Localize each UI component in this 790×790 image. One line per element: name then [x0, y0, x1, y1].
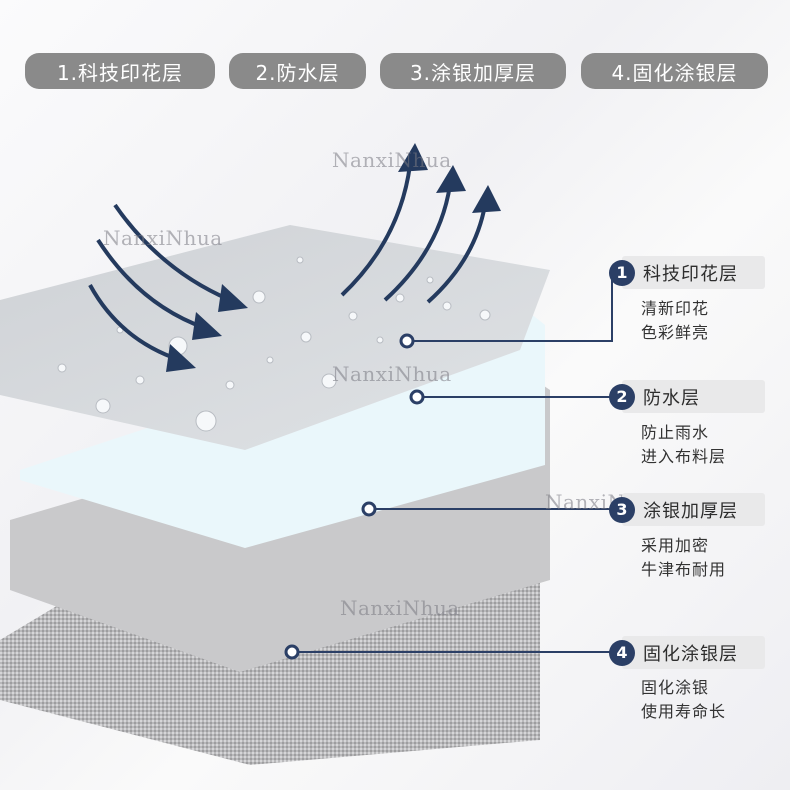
desc-line: 色彩鲜亮 — [641, 323, 710, 342]
callout-4-description: 固化涂银 使用寿命长 — [641, 676, 726, 724]
anchor-dot-2 — [409, 389, 425, 405]
vapor-arrow-icon — [340, 164, 487, 304]
desc-line: 清新印花 — [641, 299, 710, 318]
anchor-dot-1 — [399, 333, 415, 349]
water-droplets — [57, 256, 491, 432]
watermark: NanxiNhua — [340, 596, 460, 620]
callout-label: 科技印花层 — [643, 263, 738, 285]
tab-cured-silver-layer: 4.固化涂银层 — [581, 53, 768, 89]
tab-thick-silver-layer: 3.涂银加厚层 — [380, 53, 566, 89]
callout-2: 2 防水层 — [609, 380, 765, 413]
callout-1: 1 科技印花层 — [609, 256, 765, 289]
desc-line: 固化涂银 — [641, 678, 710, 697]
callout-label: 涂银加厚层 — [643, 500, 738, 522]
callout-label: 固化涂银层 — [643, 643, 738, 665]
tab-printed-layer: 1.科技印花层 — [25, 53, 215, 89]
anchor-dot-3 — [361, 501, 377, 517]
wind-arrow-head-icon — [166, 344, 196, 372]
vapor-arrow-head-icon — [472, 185, 501, 213]
callout-3: 3 涂银加厚层 — [609, 493, 765, 526]
layer-tabs: 1.科技印花层 2.防水层 3.涂银加厚层 4.固化涂银层 — [0, 53, 790, 91]
callout-label: 防水层 — [643, 387, 700, 409]
wind-arrow-icon — [88, 203, 231, 362]
wind-arrow-head-icon — [218, 284, 248, 312]
tab-waterproof-layer: 2.防水层 — [229, 53, 366, 89]
callout-3-description: 采用加密 牛津布耐用 — [641, 534, 726, 582]
desc-line: 进入布料层 — [641, 447, 727, 466]
vapor-arrow-head-icon — [398, 143, 428, 172]
desc-line: 防止雨水 — [641, 423, 710, 442]
watermark: NanxiNhua — [103, 226, 223, 250]
anchor-dot-4 — [284, 644, 300, 660]
vapor-arrow-head-icon — [436, 165, 466, 193]
callout-1-description: 清新印花 色彩鲜亮 — [641, 297, 709, 345]
watermark: NanxiNhua — [332, 362, 452, 386]
number-badge: 2 — [609, 383, 635, 410]
callout-4: 4 固化涂银层 — [609, 636, 765, 669]
wind-arrow-head-icon — [192, 312, 222, 340]
number-badge: 3 — [609, 496, 635, 523]
watermark: NanxiNhua — [332, 148, 452, 172]
number-badge: 1 — [609, 259, 635, 286]
desc-line: 牛津布耐用 — [641, 560, 727, 579]
callout-2-description: 防止雨水 进入布料层 — [641, 421, 726, 469]
leader-line-1 — [407, 272, 613, 342]
desc-line: 采用加密 — [641, 536, 710, 555]
desc-line: 使用寿命长 — [641, 702, 727, 721]
number-badge: 4 — [609, 639, 635, 666]
layer-1-printed — [0, 225, 550, 450]
